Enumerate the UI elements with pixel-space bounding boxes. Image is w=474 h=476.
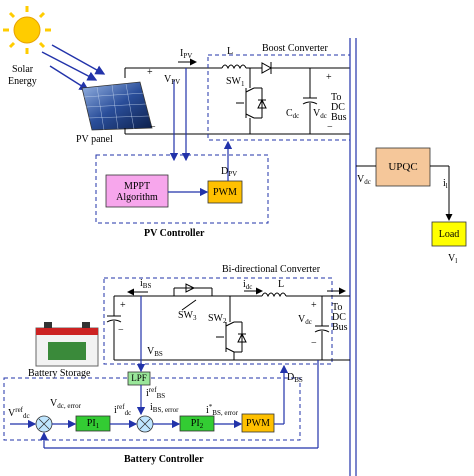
ibs-error2-label: i*BS, error	[206, 403, 238, 417]
boost-plus-label: +	[326, 72, 332, 83]
boost-vdc-label: Vdc	[313, 108, 327, 120]
sw1-label: SW1	[226, 76, 245, 88]
dpv-label: DPV	[221, 166, 238, 178]
pv-pwm-label: PWM	[213, 187, 237, 198]
upqc-block	[375, 147, 431, 187]
pv-panel-icon	[81, 81, 153, 131]
pi1-label: PI1	[86, 418, 100, 430]
load-label: Load	[438, 229, 460, 240]
bidir-plus-label: +	[120, 300, 126, 311]
bidir-minus-label: −	[118, 325, 124, 336]
bidir-inductor-label: L	[278, 279, 285, 290]
bidirectional-converter-title: Bi-directional Converter	[222, 264, 321, 275]
boost-minus-label: −	[327, 122, 333, 133]
vpv-label: VPV	[164, 74, 181, 86]
pv-minus-label: −	[150, 122, 156, 133]
bidir-right-plus-label: +	[311, 300, 317, 311]
solar-ray-arrows	[41, 44, 106, 91]
il-label: il	[443, 178, 448, 190]
battery-icon	[35, 322, 99, 367]
idc-label: idc	[243, 279, 253, 291]
pv-plus-label: +	[147, 67, 153, 78]
upqc-vdc-label: Vdc	[357, 174, 371, 186]
bidir-right-minus-label: −	[311, 338, 317, 349]
vbs-label: VBS	[147, 346, 163, 358]
lpf-label: LPF	[131, 373, 147, 383]
vdc-error-label: Vdc, error	[50, 398, 81, 410]
battery-storage-label: Battery Storage	[28, 368, 91, 379]
mppt-line1: MPPT	[123, 181, 151, 192]
mppt-block	[105, 174, 169, 208]
solar-label: Solar	[12, 64, 34, 75]
vref-label: Vrefdc	[8, 406, 30, 420]
vl-label: Vl	[448, 253, 458, 265]
iref-dc-label: irefdc	[114, 403, 132, 417]
boost-converter-title: Boost Converter	[262, 43, 328, 54]
ibs-ref-label: irefBS	[146, 386, 166, 400]
pv-panel-label: PV panel	[76, 134, 113, 145]
energy-label: Energy	[8, 76, 37, 87]
boost-bus-label: Bus	[331, 112, 347, 123]
sum-junction-2	[136, 415, 154, 433]
ibs-label: iBS	[140, 278, 152, 290]
battery-controller-title: Battery Controller	[124, 454, 204, 465]
sun-icon	[3, 6, 51, 54]
bidir-dc-label: DC	[332, 312, 346, 323]
pi2-label: PI2	[190, 418, 204, 430]
dbs-label: DBS	[287, 372, 303, 384]
boost-inductor-label: L	[227, 46, 234, 57]
sw3-label: SW3	[178, 310, 197, 322]
battery-controller-boundary	[3, 377, 301, 441]
bidir-vdc-label: Vdc	[298, 314, 312, 326]
sum-junction-1	[35, 415, 53, 433]
bidirectional-converter-boundary	[103, 277, 333, 365]
boost-dc-label: DC	[331, 102, 345, 113]
bidir-bus-label: Bus	[332, 322, 348, 333]
upqc-label: UPQC	[388, 161, 418, 173]
battery-pwm-label: PWM	[246, 418, 270, 429]
pv-controller-title: PV Controller	[144, 228, 205, 239]
ipv-label: IPV	[180, 48, 193, 60]
ibs-error-label: iBS, error	[150, 402, 179, 414]
sw2-label: SW2	[208, 313, 227, 325]
cdc-label: Cdc	[286, 108, 300, 120]
load-block	[431, 221, 467, 247]
mppt-line2: Algorithm	[116, 192, 158, 203]
boost-to-label: To	[331, 92, 342, 103]
bidir-to-label: To	[332, 302, 343, 313]
